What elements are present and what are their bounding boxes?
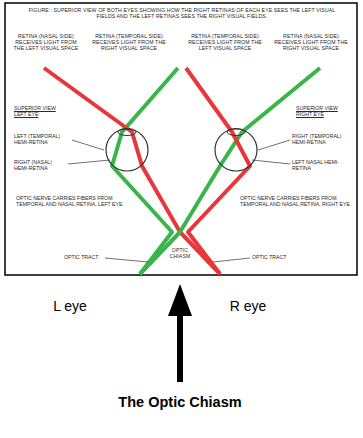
chiasm-label: OPTIC CHIASM — [166, 248, 194, 260]
nerve-note: OPTIC NERVE CARRIES FIBERS FROM TEMPORAL… — [240, 196, 352, 208]
right-eyeball — [215, 129, 257, 171]
eye-heading: SUPERIOR VIEW LEFT EYE — [14, 106, 66, 118]
pointer-arrow-shaft — [177, 312, 183, 382]
eye-heading: SUPERIOR VIEW RIGHT EYE — [296, 106, 348, 118]
right-lens — [227, 129, 245, 136]
green-ray — [140, 68, 320, 274]
leader-line — [68, 160, 110, 164]
figure-title: FIGURE : SUPERIOR VIEW OF BOTH EYES SHOW… — [22, 8, 342, 20]
leader-line — [72, 140, 104, 150]
hemi-retina-label: LEFT NASAL HEMI-RETINA — [292, 160, 348, 172]
leader-line — [105, 258, 148, 262]
hemi-retina-label: LEFT (TEMPORAL) HEMI-RETINA — [14, 134, 72, 146]
left-eyeball — [106, 129, 148, 171]
figure-frame — [5, 3, 357, 275]
retina-note: RETINA (NASAL SIDE) RECEIVES LIGHT FROM … — [272, 34, 350, 52]
caption: The Optic Chiasm — [60, 394, 300, 411]
leader-line — [258, 140, 290, 150]
left-lens — [118, 129, 136, 136]
eye-label: R eye — [218, 298, 278, 314]
tract-label: OPTIC TRACT — [64, 255, 104, 261]
retina-note: RETINA (NASAL SIDE) RECEIVES LIGHT FROM … — [10, 34, 82, 52]
retina-note: RETINA (TEMPORAL SIDE) RECEIVES LIGHT FR… — [90, 34, 168, 52]
eye-label: L eye — [40, 298, 100, 314]
tract-label: OPTIC TRACT — [252, 255, 292, 261]
retina-note: RETINA (TEMPORAL SIDE) RECEIVES LIGHT FR… — [186, 34, 264, 52]
leader-line — [213, 258, 250, 262]
pointer-arrow-head — [168, 284, 192, 316]
nerve-note: OPTIC NERVE CARRIES FIBERS FROM TEMPORAL… — [16, 196, 124, 208]
leader-line — [252, 160, 290, 164]
hemi-retina-label: RIGHT (NASAL) HEMI-RETINA — [14, 160, 68, 172]
hemi-retina-label: RIGHT (TEMPORAL) HEMI-RETINA — [292, 134, 352, 146]
red-ray — [44, 68, 220, 274]
